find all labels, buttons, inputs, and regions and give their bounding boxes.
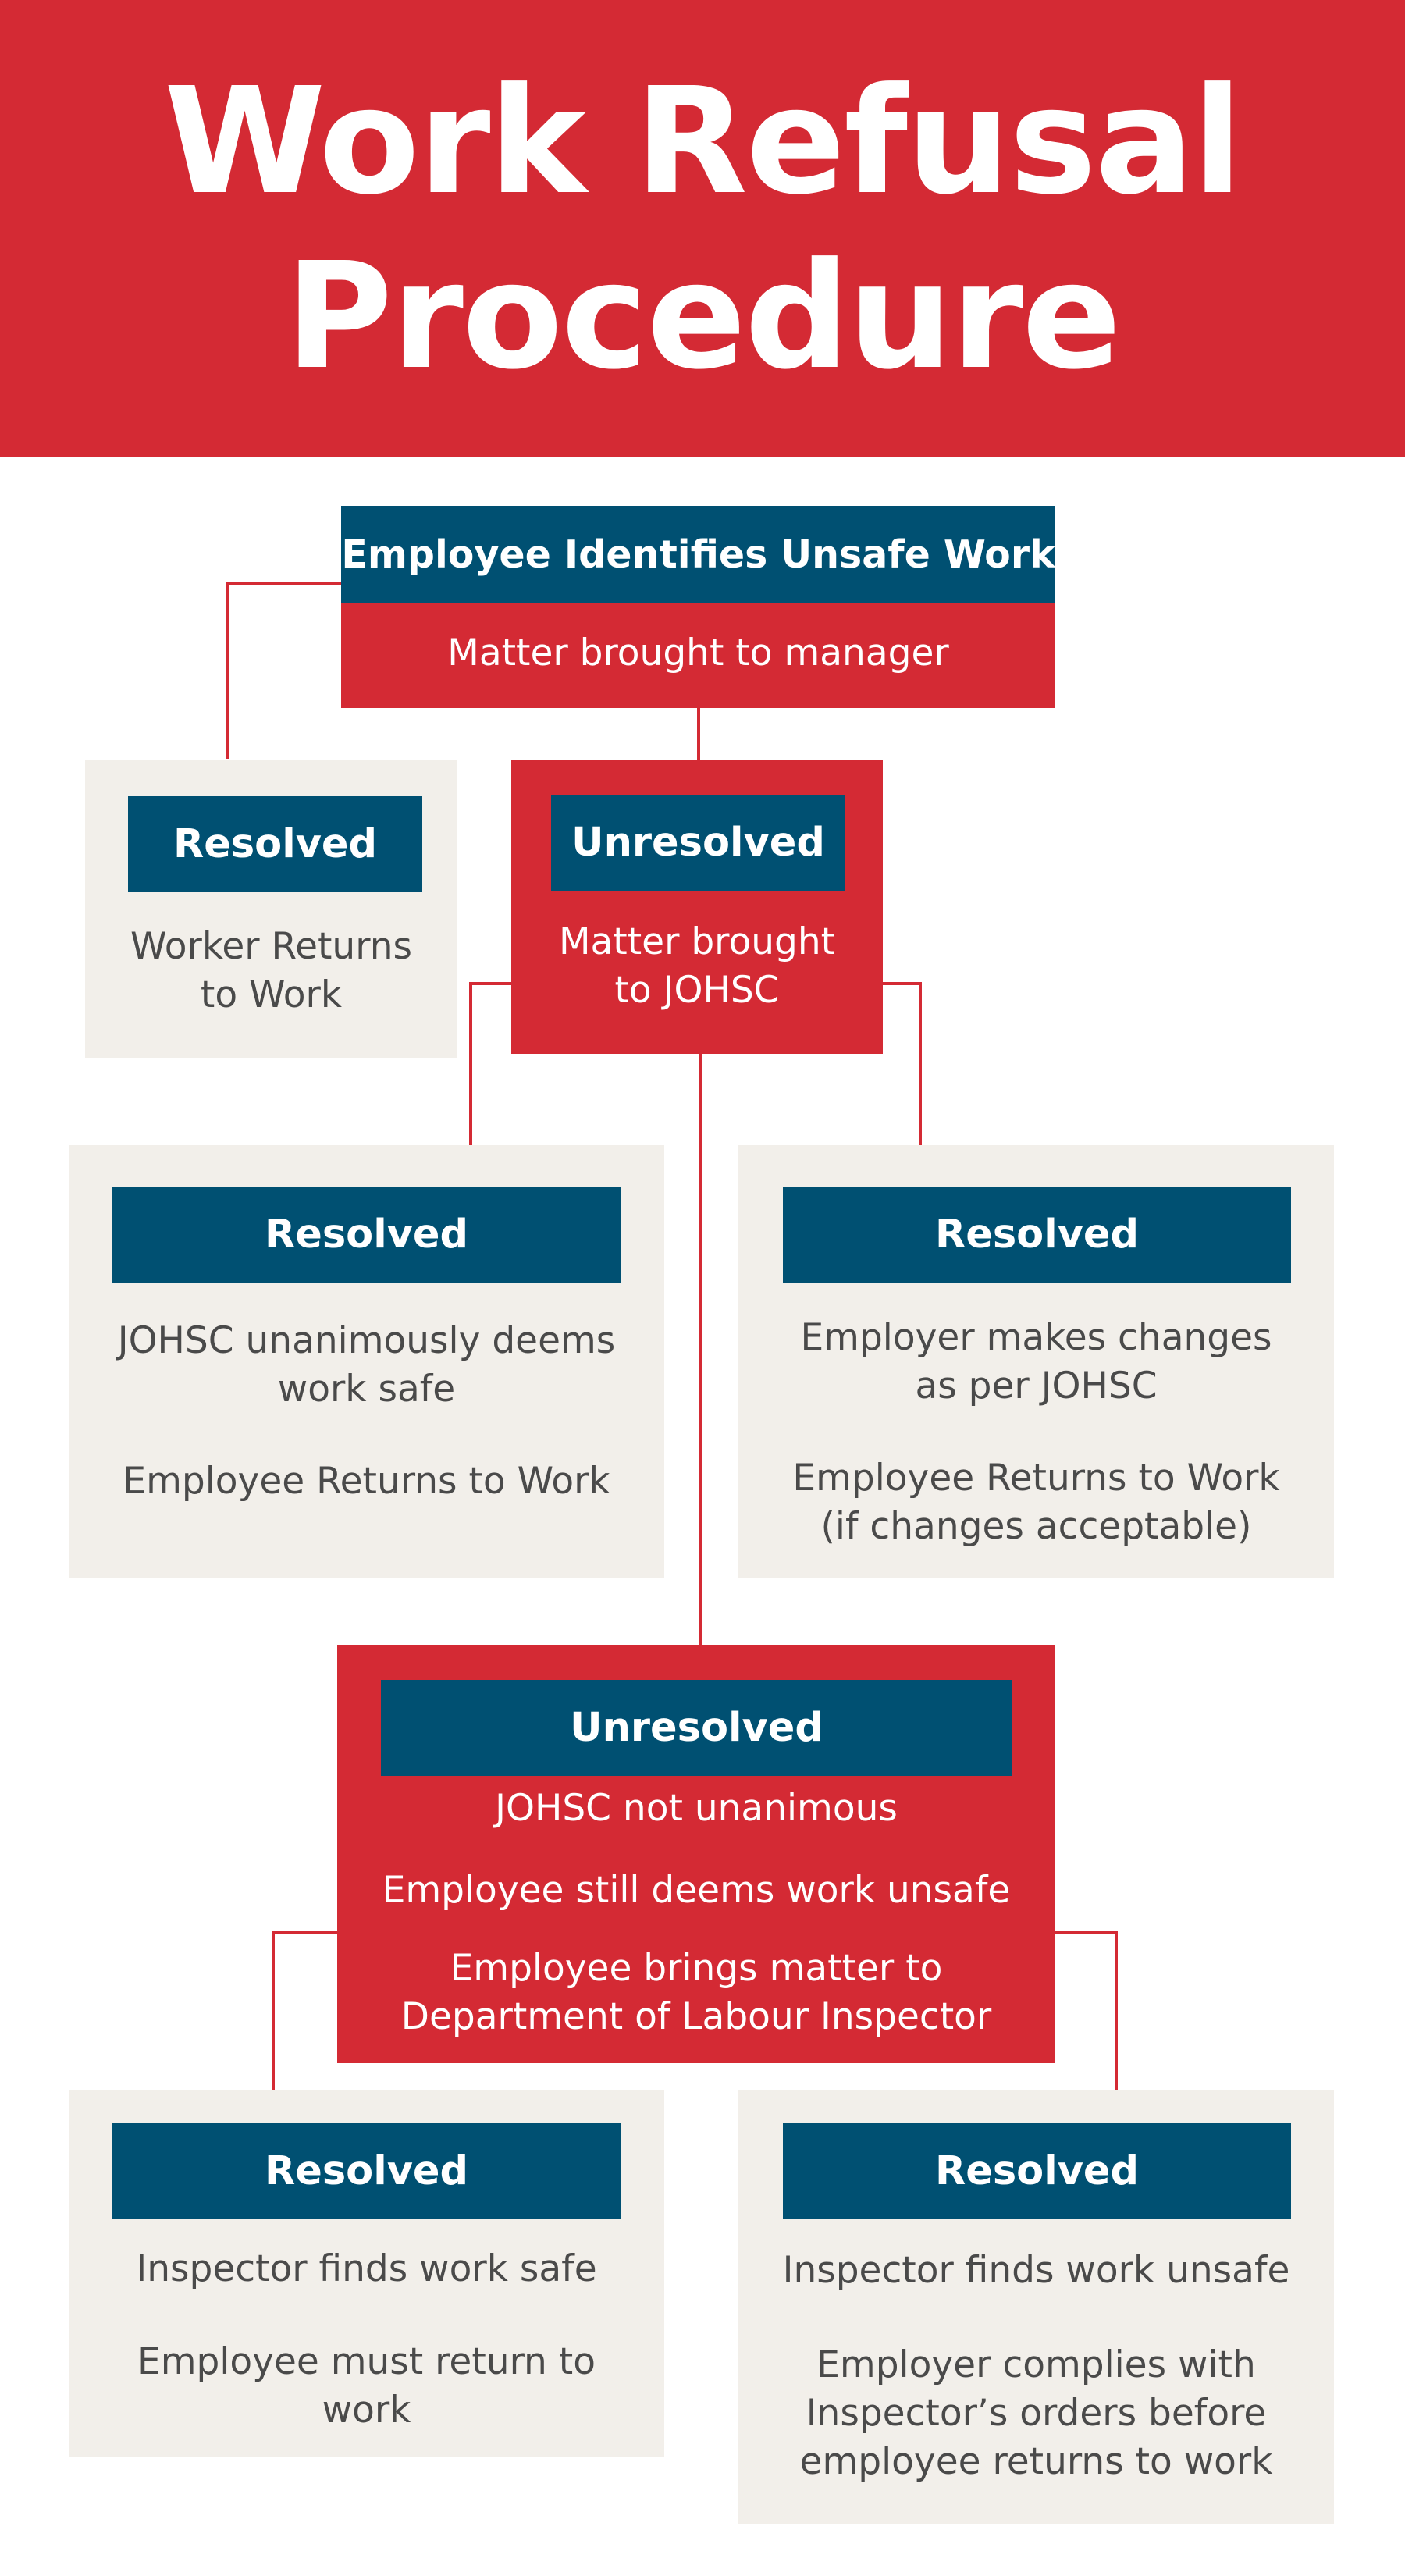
inspector-unsafe-text2: Employer complies with Inspector’s order… (799, 2343, 1273, 2483)
connector-unresolved-to-johsc-safe (469, 982, 511, 1145)
connector-escalation-to-inspector-safe (272, 1931, 337, 2090)
johsc-safe-heading-bar: Resolved (112, 1187, 621, 1283)
inspector-safe-heading: Resolved (264, 2148, 469, 2194)
inspector-safe-text2: Employee must return to work (137, 2340, 596, 2432)
inspector-safe-heading-bar: Resolved (112, 2123, 621, 2219)
escalation-text3: Employee brings matter to Department of … (400, 1947, 992, 2038)
johsc-changes-box: Resolved Employer makes changes as per J… (738, 1145, 1334, 1578)
johsc-changes-text2: Employee Returns to Work (if changes acc… (792, 1457, 1280, 1548)
inspector-unsafe-text1: Inspector finds work unsafe (782, 2249, 1290, 2292)
connector-unresolved-to-johsc-changes (883, 982, 922, 1145)
branch1-resolved-heading: Resolved (173, 821, 378, 867)
escalation-text1: JOHSC not unanimous (495, 1787, 898, 1830)
page-title-line2: Procedure (285, 231, 1121, 402)
johsc-changes-heading-bar: Resolved (783, 1187, 1291, 1283)
inspector-unsafe-heading: Resolved (934, 2148, 1140, 2194)
johsc-safe-heading: Resolved (264, 1212, 469, 1258)
connector-start-to-resolved (226, 582, 341, 759)
branch1-resolved-heading-bar: Resolved (128, 796, 422, 892)
branch1-unresolved-text: Matter brought to JOHSC (558, 920, 836, 1012)
branch1-resolved-text: Worker Returns to Work (130, 925, 412, 1016)
connector-escalation-to-inspector-unsafe (1055, 1931, 1118, 2090)
page-title: Work Refusal Procedure (0, 55, 1405, 404)
escalation-heading-bar: Unresolved (381, 1680, 1012, 1776)
escalation-heading: Unresolved (570, 1705, 823, 1751)
inspector-safe-box: Resolved Inspector finds work safe Emplo… (69, 2090, 664, 2457)
start-box: Matter brought to manager (341, 603, 1055, 708)
johsc-changes-heading: Resolved (934, 1212, 1140, 1258)
start-heading: Employee Identifies Unsafe Work (341, 532, 1055, 577)
inspector-unsafe-heading-bar: Resolved (783, 2123, 1291, 2219)
start-text: Matter brought to manager (447, 632, 949, 674)
johsc-safe-box: Resolved JOHSC unanimously deems work sa… (69, 1145, 664, 1578)
page-title-line1: Work Refusal (163, 56, 1243, 227)
escalation-text2: Employee still deems work unsafe (382, 1869, 1011, 1912)
branch1-unresolved-heading-bar: Unresolved (551, 795, 845, 891)
escalation-box: Unresolved JOHSC not unanimous Employee … (337, 1645, 1055, 2063)
branch1-resolved-box: Resolved Worker Returns to Work (85, 760, 457, 1058)
johsc-safe-text2: Employee Returns to Work (123, 1460, 610, 1503)
johsc-changes-text1: Employer makes changes as per JOHSC (800, 1316, 1272, 1407)
title-banner: Work Refusal Procedure (0, 0, 1405, 457)
start-heading-bar: Employee Identifies Unsafe Work (341, 506, 1055, 603)
inspector-unsafe-box: Resolved Inspector finds work unsafe Emp… (738, 2090, 1334, 2524)
branch1-unresolved-box: Unresolved Matter brought to JOHSC (511, 760, 883, 1054)
inspector-safe-text1: Inspector finds work safe (136, 2247, 597, 2290)
branch1-unresolved-heading: Unresolved (571, 820, 825, 866)
johsc-safe-text1: JOHSC unanimously deems work safe (117, 1319, 616, 1411)
